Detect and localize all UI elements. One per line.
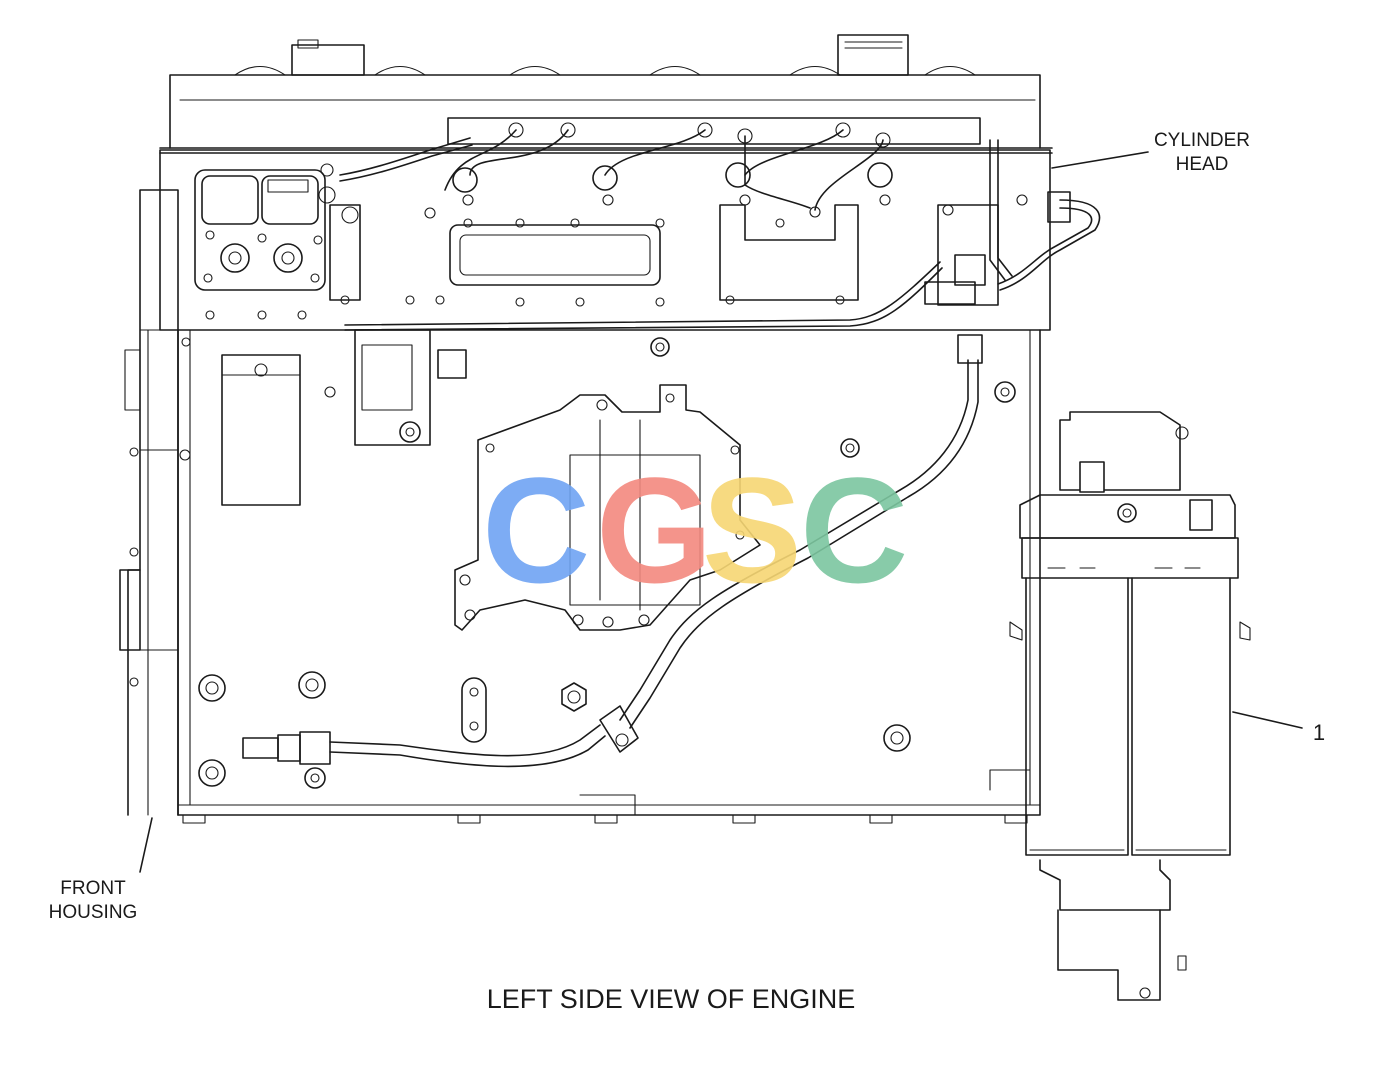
label-cylinder-head-line1: CYLINDER bbox=[1154, 130, 1250, 151]
watermark-letter: C bbox=[482, 446, 590, 614]
label-front-housing-line2: HOUSING bbox=[49, 902, 138, 923]
diagram-caption: LEFT SIDE VIEW OF ENGINE bbox=[487, 984, 856, 1014]
watermark: C G S C bbox=[482, 446, 908, 614]
block-bosses bbox=[179, 337, 1016, 787]
fuel-filter bbox=[1009, 411, 1251, 1001]
leader-callout-1 bbox=[1232, 711, 1303, 729]
leader-cylinder-head bbox=[1051, 151, 1149, 169]
watermark-letter: G bbox=[596, 446, 713, 614]
engine-block bbox=[177, 329, 1041, 824]
callout-1: 1 bbox=[1313, 720, 1325, 745]
leader-front-housing bbox=[139, 817, 153, 873]
fuel-lines bbox=[242, 139, 1101, 789]
front-housing bbox=[119, 189, 179, 816]
watermark-letter: S bbox=[702, 446, 802, 614]
cylinder-head bbox=[159, 34, 1053, 347]
fuel-pump bbox=[194, 137, 473, 446]
label-cylinder-head-line2: HEAD bbox=[1176, 154, 1229, 175]
watermark-letter: C bbox=[800, 446, 908, 614]
leader-lines bbox=[139, 151, 1303, 873]
label-front-housing-line1: FRONT bbox=[60, 878, 126, 899]
